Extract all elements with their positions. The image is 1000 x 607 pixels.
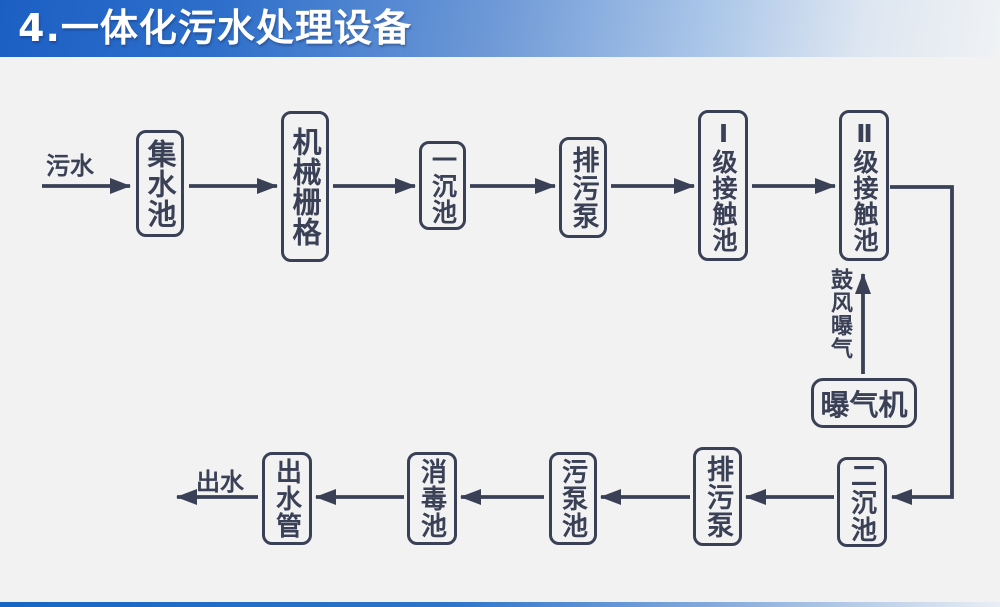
contact2-to-secondary-connector xyxy=(890,185,954,505)
node-secondary-sedimentation-tank: 二沉池 xyxy=(837,457,887,547)
node-sewage-pump-top: 排污泵 xyxy=(559,137,607,238)
title-band: 4.一体化污水处理设备 xyxy=(0,0,1000,57)
outflow-label: 出水 xyxy=(196,468,244,496)
node-collection-tank: 集水池 xyxy=(136,130,184,237)
aeration-label: 鼓风曝气 xyxy=(827,268,852,360)
node-mechanical-grid: 机械栅格 xyxy=(281,111,329,262)
node-sludge-pump-tank: 污泵池 xyxy=(549,452,597,545)
slide-title: 4.一体化污水处理设备 xyxy=(18,6,412,50)
node-sewage-pump-bottom: 排污泵 xyxy=(693,447,742,546)
footer-accent-bar xyxy=(0,602,1000,607)
node-contact-tank-level1: Ⅰ级接触池 xyxy=(698,110,748,261)
node-primary-sedimentation-tank: 一沉池 xyxy=(419,141,466,230)
node-outlet-pipe: 出水管 xyxy=(262,452,312,545)
inflow-label: 污水 xyxy=(46,152,94,180)
node-aerator: 曝气机 xyxy=(811,378,917,428)
node-disinfection-tank: 消毒池 xyxy=(407,452,457,545)
node-contact-tank-level2: Ⅱ级接触池 xyxy=(839,110,889,261)
